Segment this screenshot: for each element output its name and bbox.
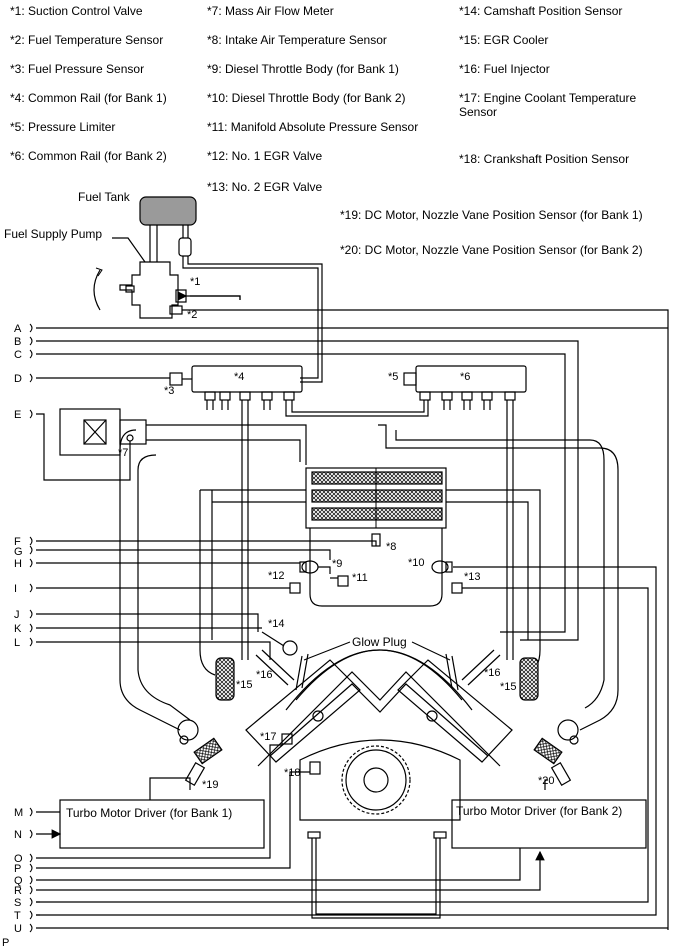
diesel-throttle-body-bank2 (431, 560, 453, 574)
turbo-driver-bank2-label: Turbo Motor Driver (for Bank 2) (456, 804, 622, 818)
connector-pins: A B C D E F G H I J K L M N O P Q R S T … (14, 323, 23, 935)
common-rail-bank1 (169, 365, 420, 417)
legend-item: *12: No. 1 EGR Valve (207, 149, 323, 163)
callout: *2 (187, 309, 197, 321)
map-sensor (337, 575, 349, 587)
pin-label: O (14, 853, 23, 865)
callout: *14 (268, 618, 285, 630)
pin-label: N (14, 829, 22, 841)
intercooler-fins (311, 471, 443, 521)
pin-label: M (14, 807, 23, 819)
pin-label: C (14, 349, 22, 361)
pin-label: H (14, 558, 22, 570)
callout: *6 (460, 371, 470, 383)
turbo-driver-bank1-label: Turbo Motor Driver (for Bank 1) (66, 806, 232, 820)
common-rail-bank2 (403, 365, 527, 660)
callout: *15 (500, 681, 517, 693)
legend-item: *5: Pressure Limiter (10, 120, 116, 134)
fuel-tank-label: Fuel Tank (78, 190, 131, 204)
legend-item: *13: No. 2 EGR Valve (207, 180, 323, 194)
callout: *19 (202, 779, 219, 791)
pin-label: G (14, 546, 23, 558)
callout: *4 (234, 371, 244, 383)
glow-plug-label: Glow Plug (352, 635, 407, 649)
pin-label: S (14, 897, 21, 909)
callout: *17 (260, 731, 277, 743)
pin-label: L (14, 637, 20, 649)
turbo-motor-driver-bank2 (451, 799, 647, 849)
diesel-throttle-body-bank1 (299, 560, 331, 574)
callout: *12 (268, 570, 285, 582)
fuel-tank: Fuel Tank (78, 190, 197, 226)
pin-label: I (14, 583, 17, 595)
callout: *20 (538, 775, 555, 787)
pin-label: D (14, 373, 22, 385)
legend-item: *19: DC Motor, Nozzle Vane Position Sens… (340, 208, 643, 222)
turbo-motor-driver-bank1 (59, 799, 265, 849)
callout: *11 (352, 572, 368, 584)
legend-item: *7: Mass Air Flow Meter (207, 4, 334, 18)
legend-item: *1: Suction Control Valve (10, 4, 143, 18)
glow-plug-callout: Glow Plug (303, 635, 451, 661)
callout: *3 (164, 385, 174, 397)
callout: *7 (118, 447, 128, 459)
legend-item: *3: Fuel Pressure Sensor (10, 62, 145, 76)
engine-block (245, 649, 513, 919)
turbocharger-bank2 (533, 719, 579, 786)
crankshaft-position-sensor (309, 761, 321, 775)
legend-item: *11: Manifold Absolute Pressure Sensor (207, 120, 419, 134)
callout: *1 (190, 276, 200, 288)
legend-item: *14: Camshaft Position Sensor (459, 4, 623, 18)
pin-label: B (14, 336, 21, 348)
callout: *5 (388, 371, 398, 383)
footer-mark: P (2, 937, 9, 949)
pin-label: J (14, 609, 20, 621)
pin-connector-marks (29, 323, 33, 933)
callout: *10 (408, 557, 425, 569)
legend-item: *16: Fuel Injector (459, 62, 550, 76)
legend-item: *9: Diesel Throttle Body (for Bank 1) (207, 62, 399, 76)
legend-item: *8: Intake Air Temperature Sensor (207, 33, 387, 47)
callout: *16 (484, 667, 501, 679)
egr-cooler-bank1 (215, 657, 235, 701)
pin-label: T (14, 910, 21, 922)
callout: *13 (464, 571, 481, 583)
pin-label: U (14, 923, 22, 935)
pin-label: R (14, 885, 22, 897)
callout: *15 (236, 679, 253, 691)
fuel-supply-pump-label: Fuel Supply Pump (4, 227, 102, 241)
fuel-injector-bank1 (255, 649, 295, 686)
pin-label: P (14, 863, 21, 875)
legend-item: *4: Common Rail (for Bank 1) (10, 91, 167, 105)
legend-item: *18: Crankshaft Position Sensor (459, 152, 630, 166)
egr-cooler-bank2 (519, 657, 539, 701)
pin-label: E (14, 409, 21, 421)
legend-item: *10: Diesel Throttle Body (for Bank 2) (207, 91, 406, 105)
legend-item: *20: DC Motor, Nozzle Vane Position Sens… (340, 243, 643, 257)
callout: *9 (332, 558, 342, 570)
pin-label: A (14, 323, 22, 335)
fuel-supply-pump: Fuel Supply Pump (4, 227, 187, 319)
pin-label: K (14, 623, 22, 635)
egr-valve-1 (289, 582, 301, 594)
legend-item: *15: EGR Cooler (459, 33, 549, 47)
callout: *18 (284, 767, 301, 779)
engine-coolant-temperature-sensor (281, 733, 293, 745)
callouts: *1 *2 *3 *4 *5 *6 *7 *8 *9 *10 *11 *12 *… (118, 276, 555, 791)
fuel-pressure-sensor (169, 372, 183, 386)
fuel-injector-bank2 (461, 649, 501, 686)
pressure-limiter (403, 372, 417, 386)
legend-item: *17: Engine Coolant Temperature Sensor (459, 91, 637, 119)
callout: *8 (386, 541, 396, 553)
legend-item: *6: Common Rail (for Bank 2) (10, 149, 167, 163)
pin-label: F (14, 536, 21, 548)
callout: *16 (256, 669, 273, 681)
legend-item: *2: Fuel Temperature Sensor (10, 33, 164, 47)
turbocharger-bank1 (177, 719, 223, 786)
pin-label: Q (14, 875, 23, 887)
camshaft-position-sensor (282, 640, 298, 656)
mass-air-flow-meter (59, 408, 147, 456)
egr-valve-2 (451, 582, 463, 594)
